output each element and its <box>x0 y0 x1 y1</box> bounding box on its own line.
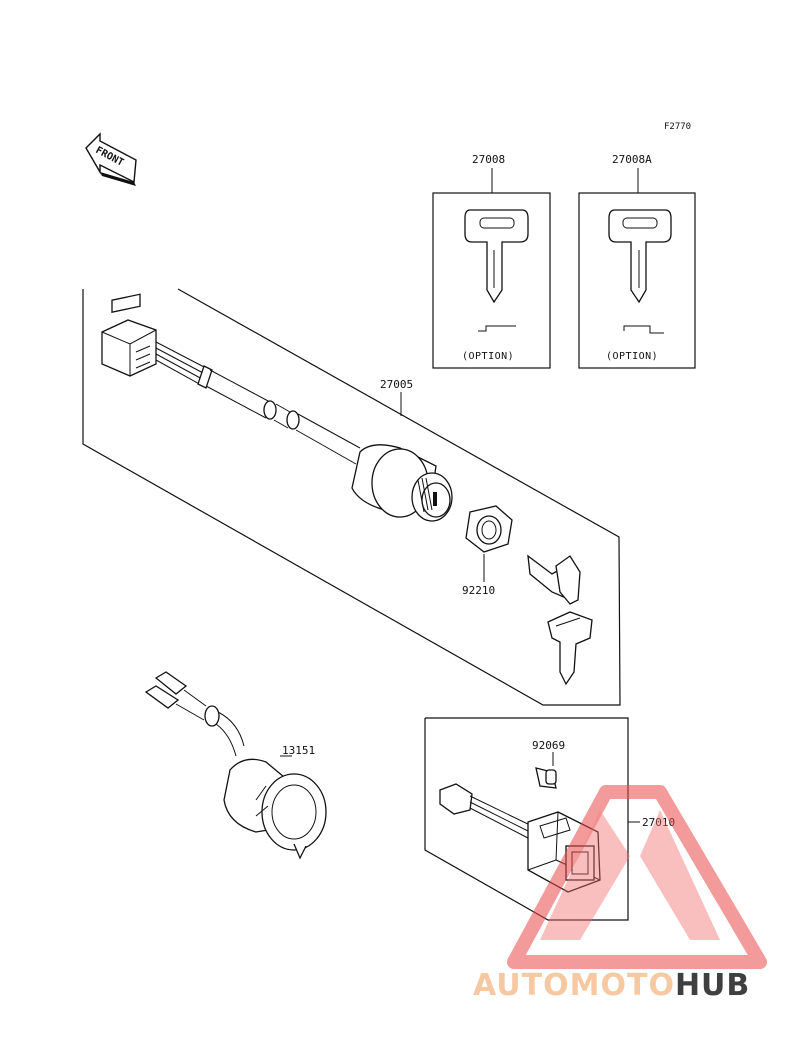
nut-icon <box>465 505 513 553</box>
key-icon <box>527 554 581 605</box>
reference-code: F2770 <box>664 122 691 132</box>
part-number-27010: 27010 <box>642 816 675 829</box>
key-icon <box>608 209 672 304</box>
key-icon <box>547 611 593 686</box>
ignition-switch-assembly: 27005 92210 <box>82 288 621 706</box>
connector-icon <box>439 783 533 839</box>
key-profile-icon <box>623 325 664 334</box>
key-blank-27008A: 27008A (OPTION) <box>578 153 696 369</box>
watermark-text: AUTOMOTOHUB <box>473 968 750 1003</box>
bulb-icon <box>535 767 557 789</box>
horn-icon <box>223 758 327 860</box>
part-number-27008: 27008 <box>472 153 505 166</box>
watermark-text-part1: AUTOMOTO <box>473 968 675 1003</box>
option-note-27008: (OPTION) <box>462 351 514 362</box>
ignition-switch-icon <box>351 444 453 522</box>
horn-assembly: 13151 <box>144 671 327 860</box>
part-number-27008A: 27008A <box>612 153 652 166</box>
part-number-92069: 92069 <box>532 739 565 752</box>
option-note-27008A: (OPTION) <box>606 351 658 362</box>
watermark-logo <box>507 785 767 969</box>
key-profile-icon <box>478 325 516 332</box>
key-blank-27008: 27008 (OPTION) <box>432 153 551 369</box>
wire-terminal-icon <box>144 671 245 757</box>
part-number-13151: 13151 <box>282 744 315 757</box>
part-number-92210: 92210 <box>462 584 495 597</box>
connector-icon <box>101 293 157 377</box>
front-arrow-icon: FRONT <box>85 132 137 186</box>
key-icon <box>464 209 529 304</box>
part-number-27005: 27005 <box>380 378 413 391</box>
watermark-text-part2: HUB <box>675 968 750 1003</box>
